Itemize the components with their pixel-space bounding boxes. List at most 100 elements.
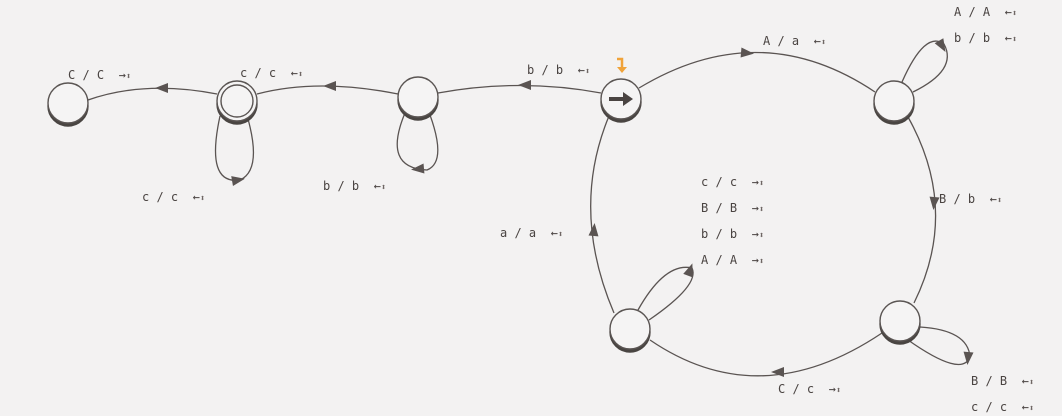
transition-edge-q4-q4 bbox=[901, 40, 948, 93]
transition-label: C / C →⬍ bbox=[68, 68, 131, 84]
arrowhead-icon bbox=[231, 176, 245, 186]
updown-icon: ⬍ bbox=[758, 205, 765, 215]
arrowhead-icon bbox=[963, 351, 974, 365]
transition-label: c / c ←⬍ bbox=[971, 400, 1034, 416]
move-right-icon: → bbox=[737, 253, 759, 267]
arrowhead-icon bbox=[683, 263, 693, 278]
transition-edge-q0-q1 bbox=[437, 84, 602, 94]
move-left-icon: ← bbox=[536, 226, 558, 240]
transition-edge-q5-q6 bbox=[649, 332, 883, 377]
updown-icon: ⬍ bbox=[297, 70, 304, 80]
io-symbols: B / B bbox=[971, 374, 1008, 388]
transition-label: B / B ←⬍ bbox=[971, 374, 1034, 390]
transition-edge-q5-q5 bbox=[907, 326, 971, 366]
io-symbols: a / a bbox=[500, 226, 537, 240]
io-symbols: C / C bbox=[68, 68, 105, 82]
move-right-icon: → bbox=[737, 201, 759, 215]
updown-icon: ⬍ bbox=[557, 230, 564, 240]
state-q3[interactable] bbox=[47, 82, 89, 124]
io-symbols: B / b bbox=[939, 192, 976, 206]
transition-label: b / b ←⬍ bbox=[954, 31, 1017, 47]
io-symbols: A / A bbox=[701, 253, 738, 267]
arrowhead-icon bbox=[929, 196, 940, 210]
state-q0[interactable] bbox=[600, 78, 642, 120]
move-left-icon: ← bbox=[1007, 400, 1029, 414]
io-symbols: c / c bbox=[971, 400, 1008, 414]
transition-label: c / c →⬍ bbox=[701, 175, 764, 191]
arrowhead-icon bbox=[740, 47, 754, 58]
transition-label: b / b ←⬍ bbox=[527, 63, 590, 79]
transition-label: B / B →⬍ bbox=[701, 201, 764, 217]
transition-label: A / A →⬍ bbox=[701, 253, 764, 269]
transition-edge-q2-q3 bbox=[87, 87, 218, 101]
transition-label: b / b →⬍ bbox=[701, 227, 764, 243]
arrowhead-icon bbox=[934, 38, 946, 53]
io-symbols: C / c bbox=[778, 382, 815, 396]
io-symbols: A / a bbox=[763, 34, 800, 48]
state-q1[interactable] bbox=[397, 76, 439, 118]
io-symbols: b / b bbox=[701, 227, 738, 241]
head-marker-icon bbox=[617, 57, 624, 69]
move-right-icon: → bbox=[104, 68, 126, 82]
move-left-icon: ← bbox=[990, 5, 1012, 19]
transition-label: A / A ←⬍ bbox=[954, 5, 1017, 21]
updown-icon: ⬍ bbox=[380, 183, 387, 193]
move-left-icon: ← bbox=[975, 192, 997, 206]
transition-label: B / b ←⬍ bbox=[939, 192, 1002, 208]
move-left-icon: ← bbox=[563, 63, 585, 77]
start-arrow-icon bbox=[609, 92, 633, 106]
arrowhead-icon bbox=[323, 81, 336, 91]
io-symbols: b / b bbox=[954, 31, 991, 45]
move-left-icon: ← bbox=[359, 179, 381, 193]
head-marker-arrow-icon bbox=[617, 67, 627, 73]
updown-icon: ⬍ bbox=[1011, 9, 1018, 19]
move-left-icon: ← bbox=[276, 66, 298, 80]
updown-icon: ⬍ bbox=[584, 67, 591, 77]
io-symbols: A / A bbox=[954, 5, 991, 19]
updown-icon: ⬍ bbox=[820, 38, 827, 48]
updown-icon: ⬍ bbox=[835, 386, 842, 396]
updown-icon: ⬍ bbox=[1028, 378, 1035, 388]
state-q5[interactable] bbox=[879, 300, 921, 342]
transition-edge-q6-q0 bbox=[590, 115, 615, 314]
transition-edge-q1-q1 bbox=[396, 112, 439, 171]
io-symbols: B / B bbox=[701, 201, 738, 215]
transition-label: c / c ←⬍ bbox=[142, 190, 205, 206]
transition-edge-q0-q4 bbox=[638, 51, 876, 93]
move-left-icon: ← bbox=[990, 31, 1012, 45]
move-left-icon: ← bbox=[1007, 374, 1029, 388]
transition-label: c / c ←⬍ bbox=[240, 66, 303, 82]
updown-icon: ⬍ bbox=[199, 194, 206, 204]
arrowhead-icon bbox=[771, 367, 784, 377]
move-right-icon: → bbox=[814, 382, 836, 396]
move-right-icon: → bbox=[737, 227, 759, 241]
io-symbols: c / c bbox=[240, 66, 277, 80]
transition-label: A / a ←⬍ bbox=[763, 34, 826, 50]
move-left-icon: ← bbox=[799, 34, 821, 48]
state-q2[interactable] bbox=[216, 80, 258, 122]
arrowhead-icon bbox=[411, 163, 425, 174]
updown-icon: ⬍ bbox=[125, 72, 132, 82]
arrowhead-icon bbox=[155, 83, 168, 93]
updown-icon: ⬍ bbox=[1011, 35, 1018, 45]
updown-icon: ⬍ bbox=[758, 179, 765, 189]
updown-icon: ⬍ bbox=[1028, 404, 1035, 414]
io-symbols: c / c bbox=[701, 175, 738, 189]
transition-edge-q4-q5 bbox=[907, 116, 937, 304]
transition-edge-q6-q6 bbox=[637, 266, 694, 321]
state-q6[interactable] bbox=[609, 308, 651, 350]
io-symbols: b / b bbox=[527, 63, 564, 77]
io-symbols: c / c bbox=[142, 190, 179, 204]
updown-icon: ⬍ bbox=[758, 231, 765, 241]
updown-icon: ⬍ bbox=[996, 196, 1003, 206]
transition-edge-q1-q2 bbox=[256, 85, 399, 95]
io-symbols: b / b bbox=[323, 179, 360, 193]
transition-edge-q2-q2 bbox=[214, 115, 254, 181]
transition-label: b / b ←⬍ bbox=[323, 179, 386, 195]
accepting-ring bbox=[220, 84, 254, 118]
arrowhead-icon bbox=[518, 80, 531, 90]
state-q4[interactable] bbox=[873, 80, 915, 122]
arrowhead-icon bbox=[588, 223, 599, 237]
move-right-icon: → bbox=[737, 175, 759, 189]
